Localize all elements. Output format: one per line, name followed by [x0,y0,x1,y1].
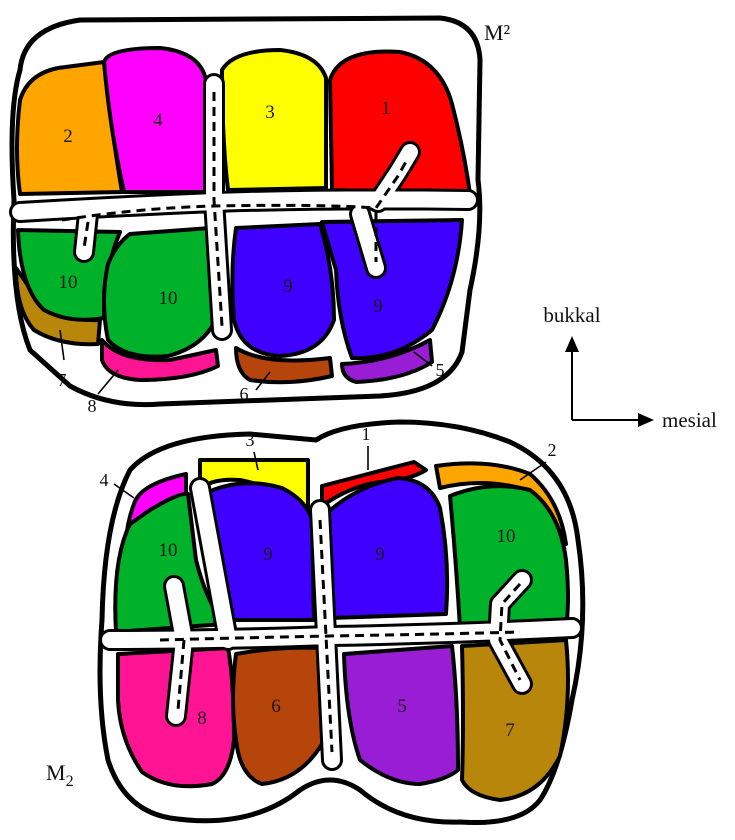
upper-label-10-distal: 10 [59,272,78,293]
upper-label-6: 6 [240,384,249,404]
upper-label-7: 7 [58,370,67,390]
orientation-compass: bukkal mesial [543,303,717,432]
lower-label-3: 3 [246,430,255,450]
upper-leader-8 [98,370,118,394]
lower-label-10-mesial: 10 [497,526,516,547]
lower-cusp-9-mesial [326,478,447,618]
lower-label-7: 7 [505,720,515,741]
lower-tooth-label: M2 [46,760,74,790]
lower-label-6: 6 [271,696,281,717]
bukkal-arrowhead-icon [565,336,579,352]
lower-label-8: 8 [197,708,207,729]
lower-label-9-distal: 9 [263,544,273,565]
lower-label-5: 5 [397,696,407,717]
upper-label-5: 5 [436,360,445,380]
upper-label-10-central: 10 [159,288,178,309]
upper-label-2: 2 [63,126,73,147]
lower-label-1: 1 [362,424,371,444]
mesial-arrowhead-icon [638,413,654,427]
upper-tooth-label: M² [484,20,511,45]
lower-tooth-label-sub: 2 [66,773,74,790]
upper-label-4: 4 [153,110,163,131]
lower-tooth-label-main: M [46,760,66,785]
lower-label-4: 4 [100,470,109,490]
lower-label-10-distal: 10 [159,540,178,561]
lower-tooth: 10 9 9 10 8 6 5 7 3 1 4 2 M2 [46,422,583,823]
mesial-label: mesial [662,408,717,432]
upper-tooth: 2 4 3 1 10 10 9 9 7 8 6 5 M² [12,18,511,416]
bukkal-label: bukkal [543,303,600,327]
lower-label-2: 2 [548,440,557,460]
upper-label-8: 8 [88,396,97,416]
upper-cusp-9-mesial [322,220,462,358]
upper-label-3: 3 [265,102,275,123]
lower-label-9-mesial: 9 [375,544,385,565]
upper-label-9-central: 9 [283,276,293,297]
upper-label-9-mesial: 9 [373,296,383,317]
upper-label-1: 1 [381,98,391,119]
